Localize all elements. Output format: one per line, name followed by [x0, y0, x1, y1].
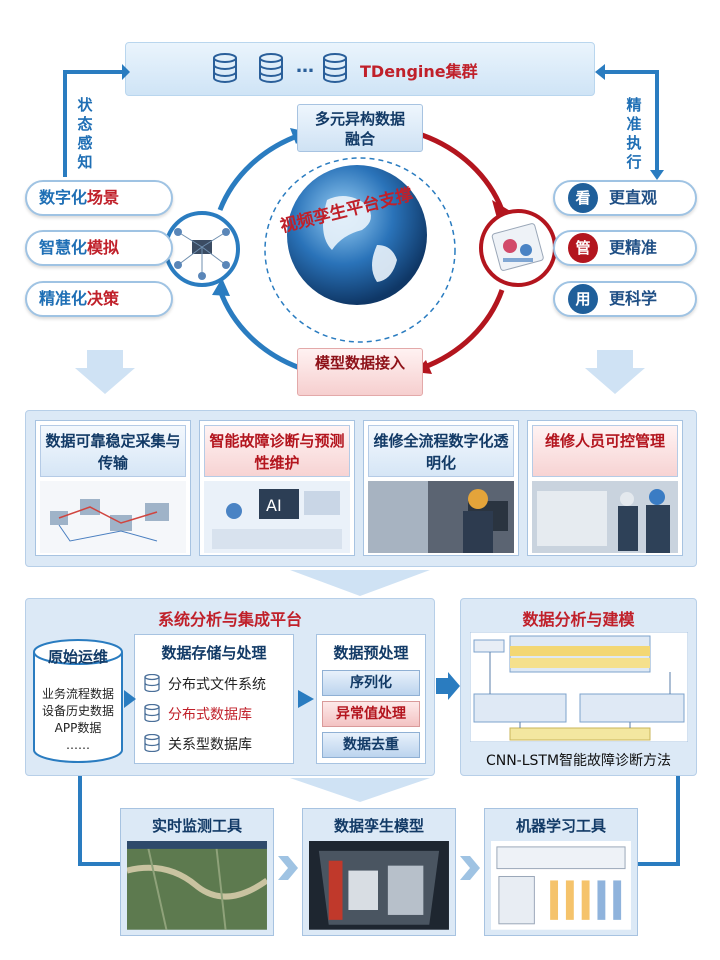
preprocess-item-highlight: 异常值处理 [322, 701, 420, 727]
raw-title: 原始运维 [47, 648, 108, 666]
storage-box [134, 634, 294, 764]
pill-smart-simulation: 智慧化模拟 [25, 230, 173, 266]
tool-machine-learning: 机器学习工具 [484, 808, 638, 936]
right-arrow-icon [124, 690, 136, 708]
ai-diagnosis-image: AI [204, 481, 350, 553]
pill-precise-decision: 精准化决策 [25, 281, 173, 317]
storage-item: 关系型数据库 [168, 737, 252, 753]
svg-text:AI: AI [266, 496, 282, 515]
right-arrow-label: 精准执行 [626, 96, 642, 171]
down-arrow-icon [585, 350, 645, 394]
tdengine-cluster-box [125, 42, 595, 96]
tool-realtime-monitoring: 实时监测工具 [120, 808, 274, 936]
left-arrow-label: 状态感知 [77, 96, 93, 171]
globe-image [287, 165, 427, 305]
tool-title: 实时监测工具 [151, 817, 242, 835]
badge-manage: 管 [568, 233, 598, 263]
cluster-label: TDengine集群 [360, 62, 478, 81]
fusion-box: 多元异构数据融合 [297, 104, 423, 152]
right-arrow-icon [298, 690, 314, 708]
tool-digital-twin: 数据孪生模型 [302, 808, 456, 936]
storage-item: 分布式文件系统 [168, 677, 266, 693]
card-title: 智能故障诊断与预测性维护 [204, 425, 350, 477]
card-staff-management: 维修人员可控管理 [527, 420, 683, 556]
down-arrow-icon [290, 778, 430, 802]
card-fault-diagnosis: 智能故障诊断与预测性维护 AI [199, 420, 355, 556]
database-trigger-diagram [470, 632, 688, 742]
map-monitor-image [127, 841, 267, 930]
model-data-box: 模型数据接入 [297, 348, 423, 396]
down-arrow-icon [75, 350, 135, 394]
right-arrow-icon [436, 672, 460, 700]
right-chevron-icon [460, 856, 480, 880]
dashboard-tablet-image [479, 209, 557, 287]
raw-items: 业务流程数据 设备历史数据 APP数据 …… [41, 687, 114, 752]
card-title: 维修人员可控管理 [532, 425, 678, 477]
card-data-collection: 数据可靠稳定采集与传输 [35, 420, 191, 556]
card-maintenance-process: 维修全流程数字化透明化 [363, 420, 519, 556]
database-icon [323, 53, 347, 83]
database-icon [144, 674, 160, 692]
ml-framework-image [491, 841, 631, 930]
factory-worker-image [368, 481, 514, 553]
database-icon [144, 704, 160, 722]
down-arrow-icon [290, 570, 430, 596]
raw-data-cylinder [33, 639, 123, 763]
cluster-ellipsis: … [296, 56, 314, 77]
analysis-title: 数据分析与建模 [522, 610, 635, 629]
card-title: 数据可靠稳定采集与传输 [40, 425, 186, 477]
pill-digital-scene: 数字化场景 [25, 180, 173, 216]
integration-title: 系统分析与集成平台 [157, 610, 302, 629]
twin-model-image [309, 841, 449, 930]
database-icon [259, 53, 283, 83]
right-chevron-icon [278, 856, 298, 880]
tool-title: 机器学习工具 [515, 817, 606, 835]
storage-title: 数据存储与处理 [161, 644, 267, 662]
database-icon [144, 734, 160, 752]
technicians-image [532, 481, 678, 553]
network-topology-image [164, 211, 240, 287]
database-icon [213, 53, 237, 83]
badge-look: 看 [568, 183, 598, 213]
badge-use: 用 [568, 284, 598, 314]
storage-item-highlight: 分布式数据库 [168, 707, 252, 723]
preprocess-item: 数据去重 [322, 732, 420, 758]
preprocess-title: 数据预处理 [333, 644, 409, 662]
left-up-arrow [63, 64, 130, 177]
network-device-image [40, 481, 186, 553]
preprocess-item: 序列化 [322, 670, 420, 696]
card-title: 维修全流程数字化透明化 [368, 425, 514, 477]
analysis-caption: CNN-LSTM智能故障诊断方法 [485, 753, 672, 769]
right-down-arrow [595, 64, 664, 180]
tool-title: 数据孪生模型 [333, 817, 424, 835]
